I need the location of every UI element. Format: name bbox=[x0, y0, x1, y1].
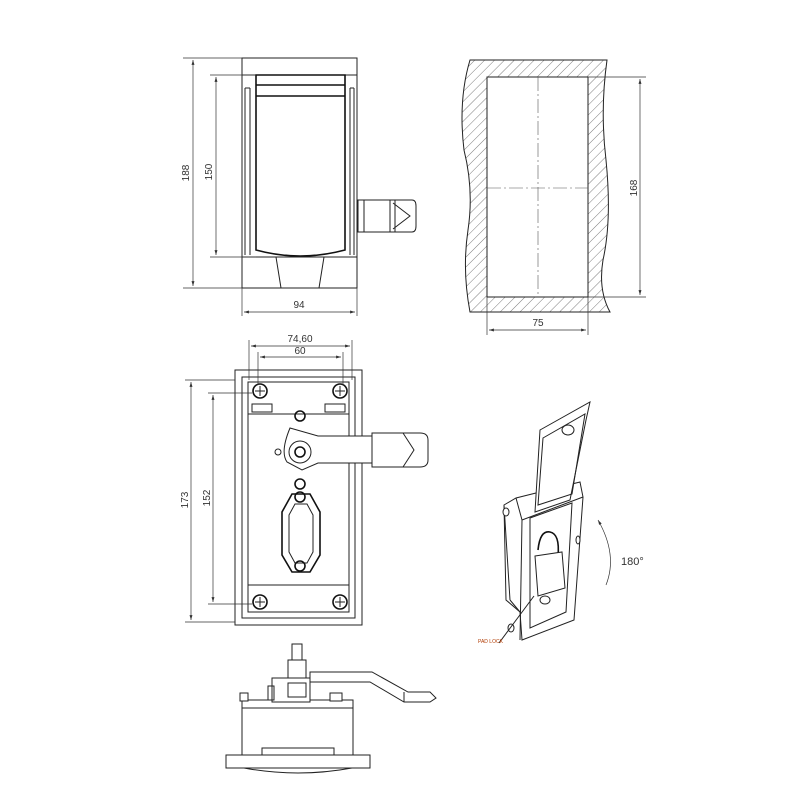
rotation-arrow bbox=[597, 519, 611, 586]
dim-168: 168 bbox=[629, 179, 640, 196]
handle-lever bbox=[274, 410, 429, 490]
rear-view: 74,60 60 173 152 bbox=[180, 334, 429, 626]
handle-side bbox=[357, 199, 417, 233]
bottom-view bbox=[225, 643, 437, 774]
rotation-angle-label: 180° bbox=[621, 556, 644, 568]
dim-74-60: 74,60 bbox=[287, 334, 312, 345]
padlock bbox=[534, 531, 566, 605]
dim-173: 173 bbox=[180, 491, 191, 508]
dim-94: 94 bbox=[293, 300, 305, 311]
screws bbox=[252, 383, 348, 610]
isometric-view: PAD LOCK 180° bbox=[478, 401, 644, 645]
padlock-slot bbox=[281, 491, 321, 573]
dim-152: 152 bbox=[202, 489, 213, 506]
dim-150: 150 bbox=[204, 163, 215, 180]
callout-pad-lock: PAD LOCK bbox=[478, 639, 504, 645]
panel-cutout-view: 168 75 bbox=[461, 59, 646, 335]
front-view: 188 150 94 bbox=[181, 57, 417, 316]
dim-60: 60 bbox=[294, 346, 306, 357]
dim-75: 75 bbox=[532, 318, 544, 329]
callout-leader bbox=[498, 595, 535, 644]
dim-188: 188 bbox=[181, 164, 192, 181]
lid-open bbox=[534, 401, 591, 513]
